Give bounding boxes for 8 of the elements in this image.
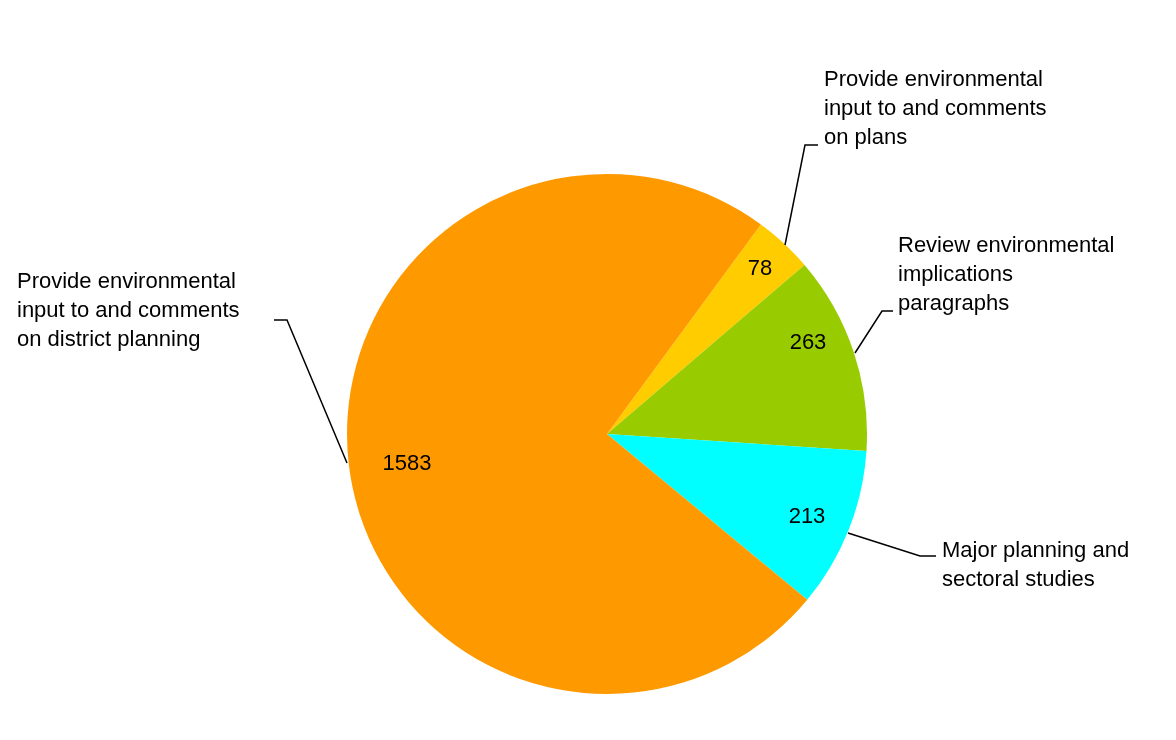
data-label: 213: [788, 505, 826, 527]
data-label: 263: [789, 331, 827, 353]
data-label: 1583: [382, 452, 432, 474]
category-label: Provide environmental input to and comments on district planning: [17, 267, 241, 353]
data-label: 78: [747, 257, 773, 279]
category-label: Major planning and sectoral studies: [942, 536, 1131, 593]
category-label: Provide environmental input to and comments on plans: [824, 65, 1048, 151]
category-label: Review environmental implications paragraphs: [898, 231, 1116, 317]
